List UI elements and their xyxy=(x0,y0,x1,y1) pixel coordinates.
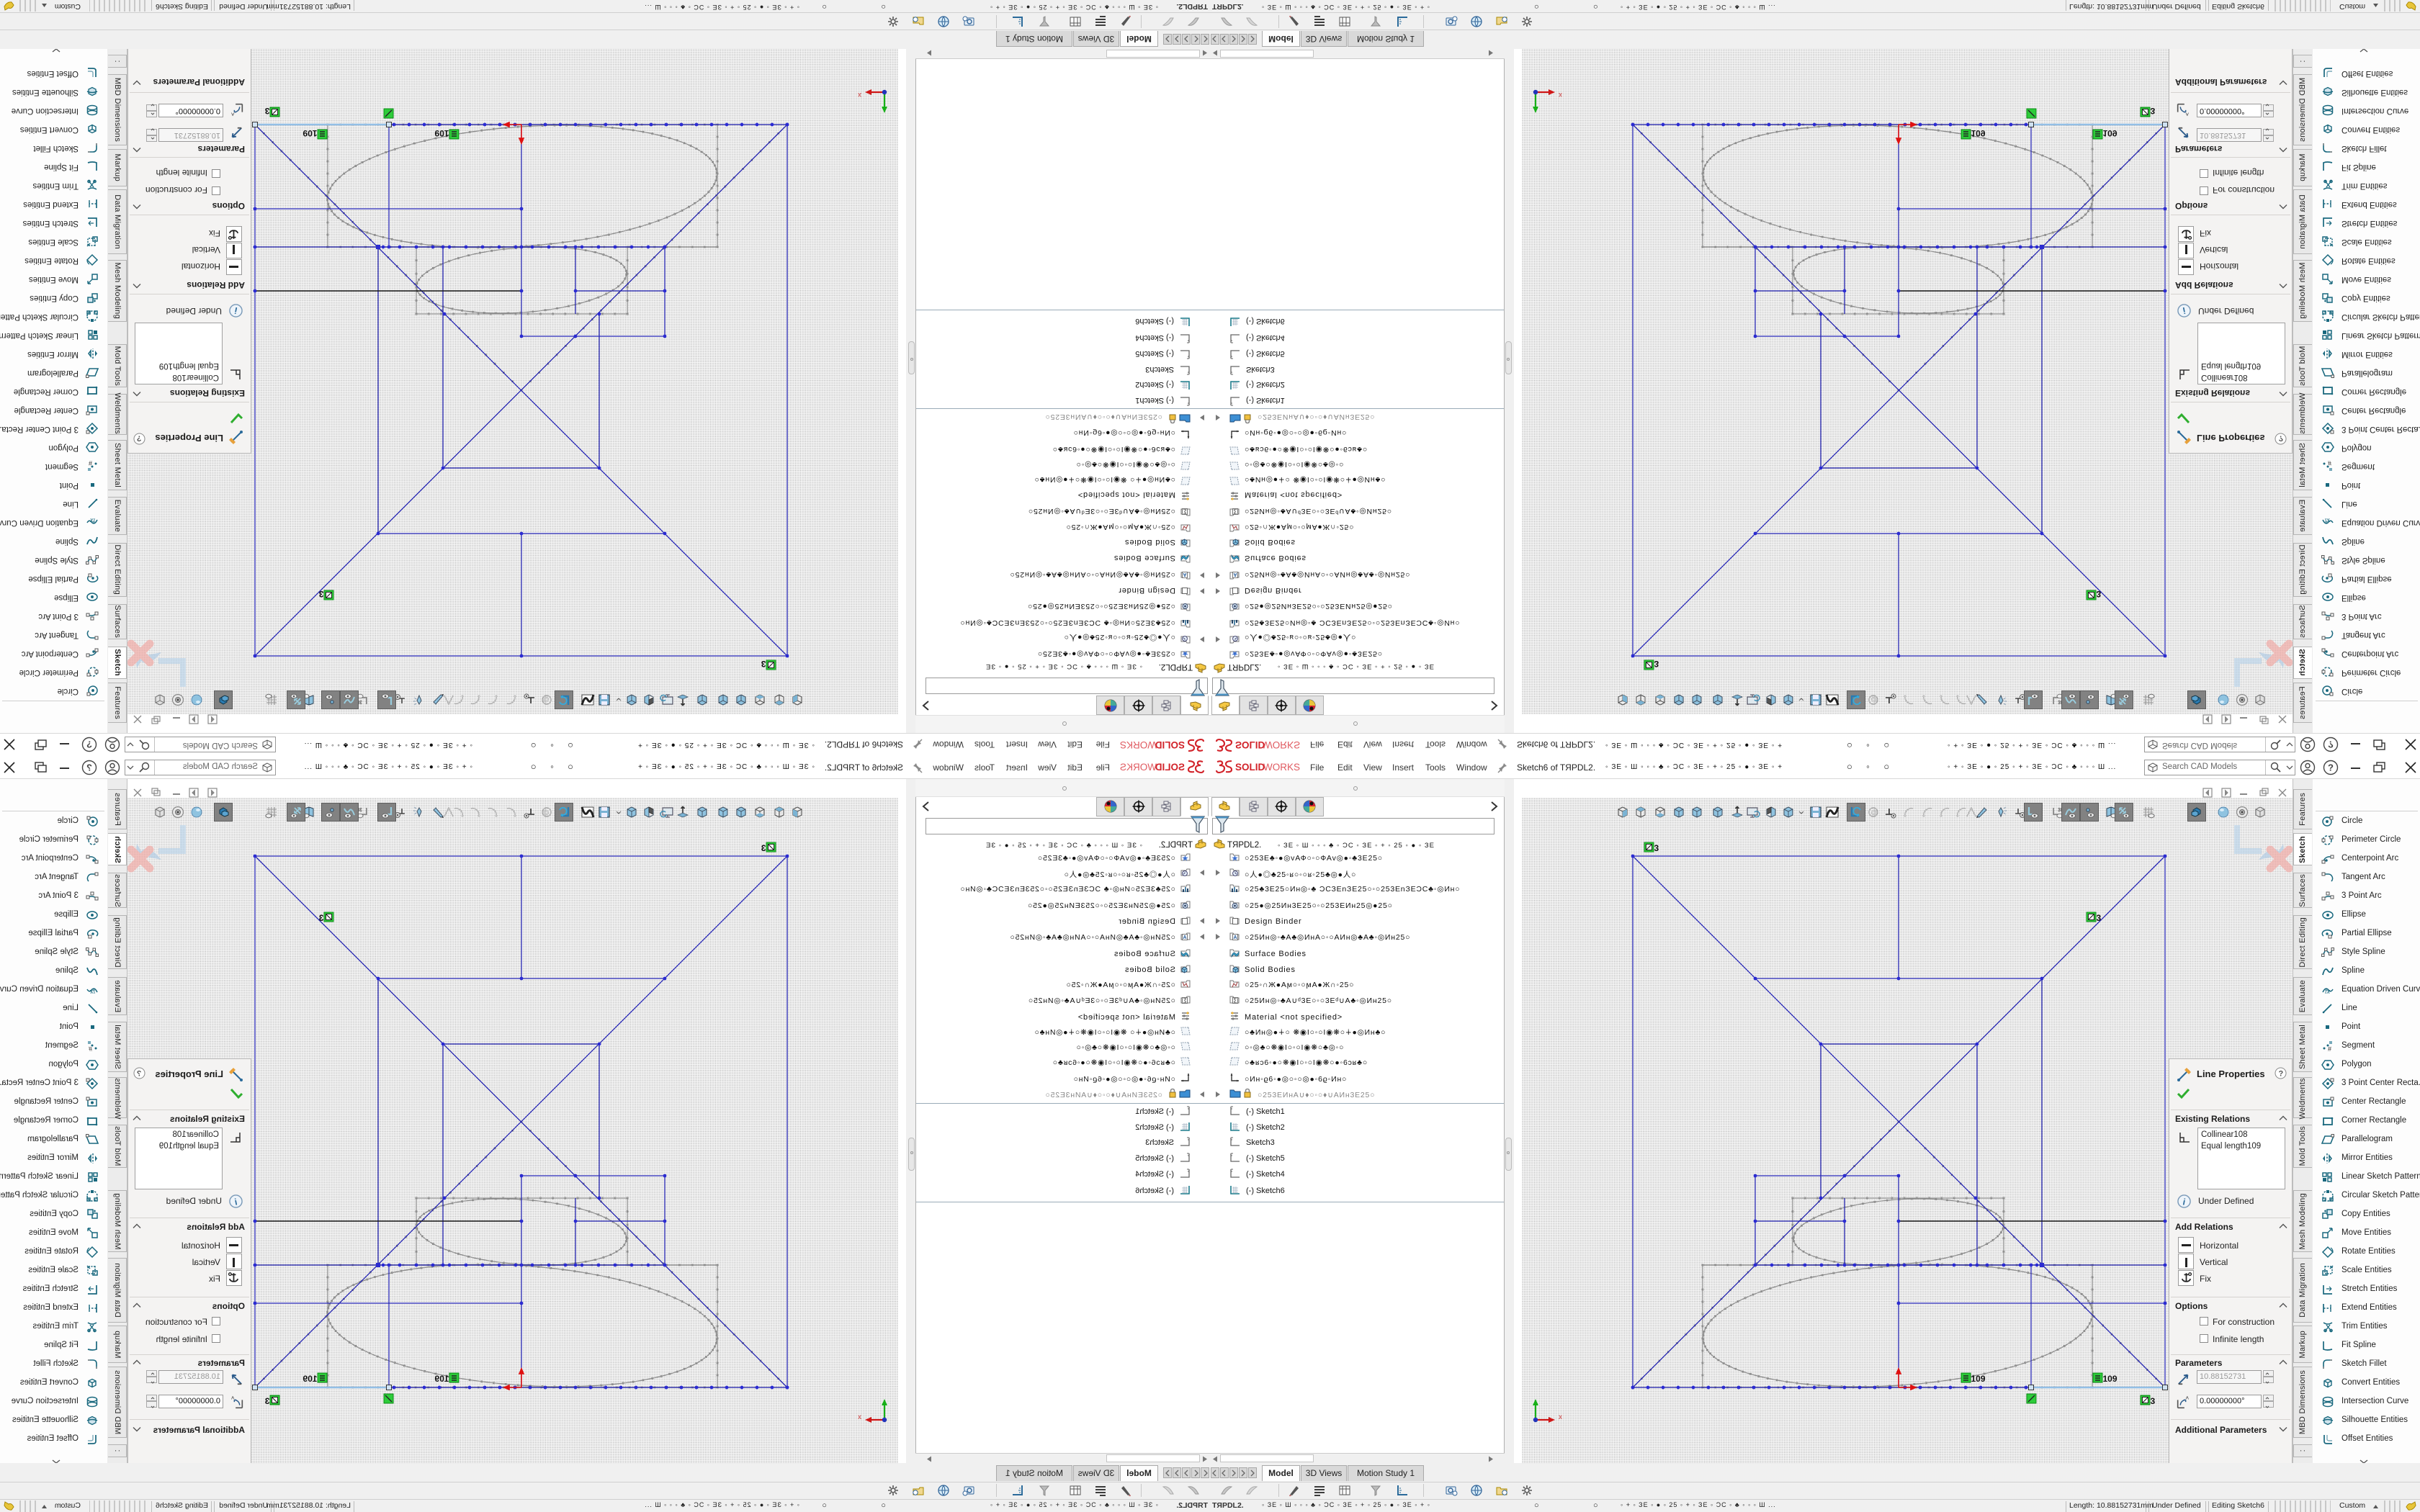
svg-text:109: 109 xyxy=(1971,1374,1986,1384)
svg-text:x: x xyxy=(1559,91,1562,99)
svg-text:SOLID: SOLID xyxy=(1235,762,1265,773)
svg-text:@: @ xyxy=(542,696,549,703)
svg-text:?: ? xyxy=(2328,739,2334,750)
svg-text:3D: 3D xyxy=(356,808,362,813)
svg-text:Σ: Σ xyxy=(1183,998,1187,1004)
svg-text:#: # xyxy=(89,1045,92,1053)
svg-text:fx: fx xyxy=(2325,988,2331,995)
svg-text:109: 109 xyxy=(2103,1374,2118,1384)
svg-text:3D: 3D xyxy=(356,699,362,704)
svg-text:WORKS: WORKS xyxy=(1263,739,1300,750)
svg-text:3: 3 xyxy=(2151,106,2156,116)
svg-text:3: 3 xyxy=(1654,659,1659,669)
svg-text:i: i xyxy=(2183,1197,2186,1207)
svg-text:SOLID: SOLID xyxy=(1155,739,1185,750)
svg-text:?: ? xyxy=(2328,762,2334,773)
svg-text:A: A xyxy=(1183,572,1186,577)
svg-text:109: 109 xyxy=(1971,128,1986,138)
svg-text:#: # xyxy=(2328,459,2331,467)
svg-text:109: 109 xyxy=(302,128,317,138)
svg-text:?: ? xyxy=(86,762,92,773)
svg-text:WORKS: WORKS xyxy=(1120,762,1157,773)
svg-text:i: i xyxy=(234,305,237,315)
svg-text:A: A xyxy=(230,112,234,117)
svg-text:109: 109 xyxy=(434,128,449,138)
svg-text:?: ? xyxy=(2279,434,2284,443)
svg-text:Σ: Σ xyxy=(1234,508,1237,515)
svg-text:x: x xyxy=(1559,1413,1562,1421)
svg-text:fx: fx xyxy=(2325,517,2331,524)
svg-text:x: x xyxy=(858,91,861,99)
svg-text:3: 3 xyxy=(2151,1396,2156,1406)
svg-text:109: 109 xyxy=(302,1374,317,1384)
svg-text:3: 3 xyxy=(319,913,324,923)
svg-text:fx: fx xyxy=(89,517,95,524)
svg-text:Σ: Σ xyxy=(1234,998,1237,1004)
svg-text:x: x xyxy=(858,1413,861,1421)
svg-text:?: ? xyxy=(137,434,142,443)
svg-text:3: 3 xyxy=(265,106,270,116)
svg-text:109: 109 xyxy=(434,1374,449,1384)
svg-text:WORKS: WORKS xyxy=(1263,762,1300,773)
svg-text:?: ? xyxy=(2279,1070,2284,1079)
svg-text:3: 3 xyxy=(761,659,766,669)
svg-text:3: 3 xyxy=(265,1396,270,1406)
svg-text:3D: 3D xyxy=(2058,699,2064,704)
svg-text:A: A xyxy=(2186,112,2190,117)
svg-text:3: 3 xyxy=(1654,843,1659,853)
svg-text:?: ? xyxy=(137,1070,142,1079)
svg-text:i: i xyxy=(2183,305,2186,315)
svg-text:3: 3 xyxy=(2097,589,2102,599)
svg-text:#: # xyxy=(2328,1045,2331,1053)
svg-text:SOLID: SOLID xyxy=(1155,762,1185,773)
svg-text:3: 3 xyxy=(319,589,324,599)
svg-text:WORKS: WORKS xyxy=(1120,739,1157,750)
svg-text:#: # xyxy=(89,459,92,467)
svg-text:3D: 3D xyxy=(2058,808,2064,813)
svg-text:A: A xyxy=(1183,935,1186,940)
svg-text:@: @ xyxy=(542,809,549,816)
svg-text:A: A xyxy=(230,1395,234,1400)
svg-text:3: 3 xyxy=(761,843,766,853)
svg-text:109: 109 xyxy=(2103,128,2118,138)
svg-text:@: @ xyxy=(1871,696,1878,703)
svg-text:fx: fx xyxy=(89,988,95,995)
svg-text:A: A xyxy=(2186,1395,2190,1400)
svg-text:3: 3 xyxy=(2097,913,2102,923)
svg-text:A: A xyxy=(1234,572,1237,577)
svg-text:SOLID: SOLID xyxy=(1235,739,1265,750)
svg-text:Σ: Σ xyxy=(1183,508,1187,515)
svg-text:i: i xyxy=(234,1197,237,1207)
svg-text:A: A xyxy=(1234,935,1237,940)
svg-text:?: ? xyxy=(86,739,92,750)
svg-text:@: @ xyxy=(1871,809,1878,816)
